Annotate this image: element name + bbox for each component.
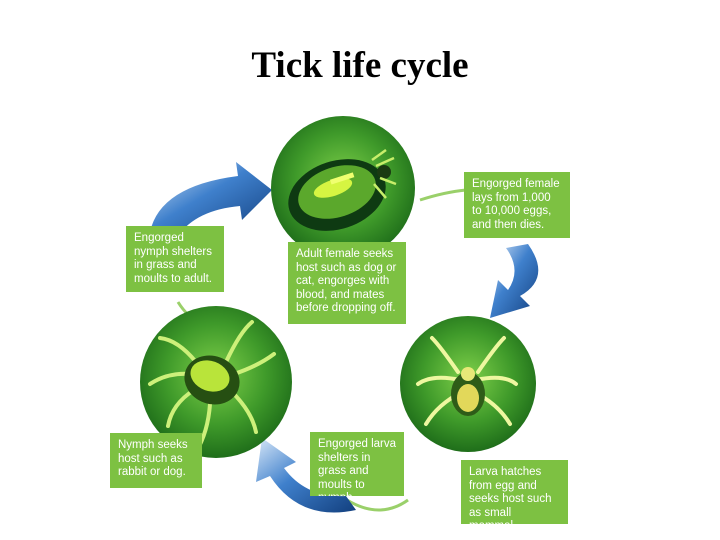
connector-line [419,188,467,202]
cycle-arrow-bottom [256,438,356,513]
stage-label-nymph-seeks-host: Nymph seeks host such as rabbit or dog. [110,433,202,488]
adult-stage-circle [271,116,415,260]
cycle-arrow-top-left [150,162,272,236]
stage-label-larva-shelters: Engorged larva shelters in grass and mou… [310,432,404,496]
page-title: Tick life cycle [251,45,469,86]
cycle-arrow-right [490,244,539,318]
larva-tick-icon [416,336,518,426]
stage-label-female-lays-eggs: Engorged female lays from 1,000 to 10,00… [464,172,570,238]
nymph-stage-circle [140,306,292,458]
engorged-adult-tick-icon [288,148,397,231]
stage-label-nymph-shelters: Engorged nymph shelters in grass and mou… [126,226,224,292]
stage-label-adult-female: Adult female seeks host such as dog or c… [288,242,406,324]
connector-line [346,498,409,512]
larva-stage-circle [400,316,536,452]
stage-label-larva-hatches: Larva hatches from egg and seeks host su… [461,460,568,524]
nymph-tick-icon [148,320,276,454]
